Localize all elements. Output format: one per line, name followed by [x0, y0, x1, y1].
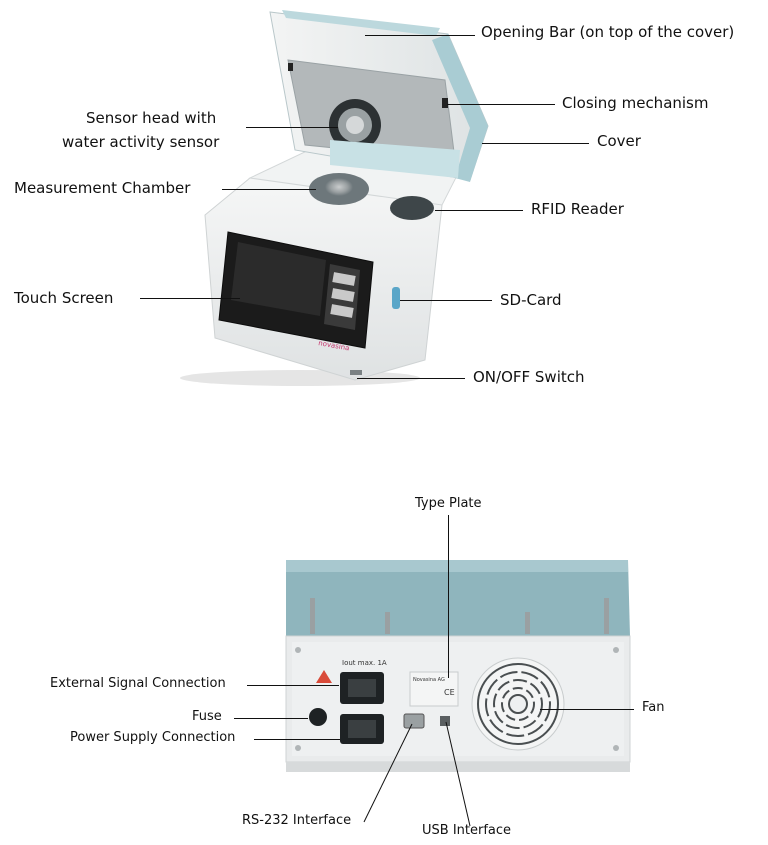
- label-sensor-head-line2: water activity sensor: [62, 133, 220, 151]
- leader-fan: [540, 709, 634, 710]
- label-on-off-switch: ON/OFF Switch: [473, 368, 585, 386]
- front-device-illustration: novasina: [180, 10, 489, 386]
- label-closing-mechanism: Closing mechanism: [562, 94, 709, 112]
- label-usb: USB Interface: [422, 823, 512, 838]
- label-cover: Cover: [597, 132, 641, 150]
- leader-opening-bar: [365, 35, 475, 36]
- label-fuse: Fuse: [192, 709, 222, 724]
- label-rs232: RS-232 Interface: [242, 813, 352, 828]
- label-opening-bar: Opening Bar (on top of the cover): [481, 23, 735, 41]
- svg-text:CE: CE: [444, 688, 455, 697]
- leader-touch-screen: [140, 298, 240, 299]
- leader-fuse: [234, 718, 308, 719]
- closing-mechanism: [442, 98, 448, 108]
- leader-on-off-switch: [357, 378, 465, 379]
- label-sensor-head-line1: Sensor head with: [86, 109, 217, 127]
- label-external-signal: External Signal Connection: [50, 676, 226, 691]
- rear-cover: [286, 560, 630, 636]
- sd-card-slot: [392, 287, 400, 309]
- leader-cover: [482, 143, 589, 144]
- leader-external-signal: [247, 685, 339, 686]
- label-power-supply: Power Supply Connection: [70, 730, 236, 745]
- label-touch-screen: Touch Screen: [14, 289, 114, 307]
- label-rfid-reader: RFID Reader: [531, 200, 624, 218]
- label-fan: Fan: [642, 700, 665, 715]
- leader-rfid-reader: [435, 210, 523, 211]
- opening-bar: [282, 10, 440, 36]
- type-plate-company: Novasina AG: [413, 677, 445, 683]
- fuse: [309, 708, 327, 726]
- leader-power-supply: [254, 739, 340, 740]
- leader-measurement-chamber: [222, 189, 316, 190]
- cover-teal-edge: [432, 34, 488, 182]
- type-plate: [409, 671, 459, 707]
- leader-closing-mechanism: [447, 104, 555, 105]
- on-off-switch: [350, 370, 362, 375]
- leader-type-plate: [448, 515, 449, 678]
- label-measurement-chamber: Measurement Chamber: [14, 179, 191, 197]
- rs232-port: [403, 713, 425, 729]
- label-type-plate: Type Plate: [415, 496, 482, 511]
- rfid-reader: [390, 196, 434, 220]
- leader-sensor-head: [246, 127, 338, 128]
- label-sd-card: SD-Card: [500, 291, 562, 309]
- usb-port: [440, 716, 450, 726]
- panel-iout-text: Iout max. 1A: [342, 659, 387, 667]
- leader-sd-card: [400, 300, 492, 301]
- fan: [471, 657, 565, 751]
